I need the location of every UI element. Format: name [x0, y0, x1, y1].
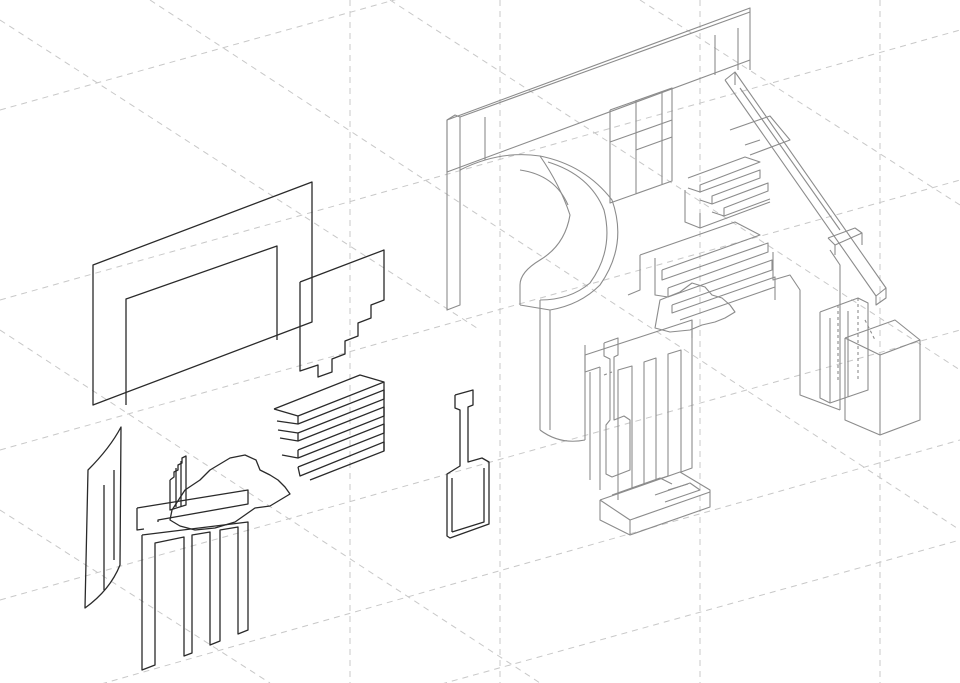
guide-line — [149, 0, 960, 531]
colonnade-piece — [141, 521, 249, 671]
curved-apse-wall — [459, 154, 619, 442]
guide-line — [389, 0, 960, 371]
right-balustrade — [724, 71, 887, 306]
guide-line — [0, 509, 271, 683]
back-wall — [446, 7, 751, 311]
central-column-shaft — [603, 337, 631, 478]
frame-wall-panel — [92, 181, 313, 406]
rubble-terrain — [654, 282, 736, 333]
guide-line — [102, 439, 960, 683]
window-frame — [609, 87, 673, 204]
guide-line — [0, 19, 481, 331]
guide-line — [0, 329, 960, 601]
central-plinth — [599, 471, 711, 536]
guide-line — [0, 29, 960, 301]
stair-flight-piece — [273, 374, 385, 481]
right-pier — [772, 227, 863, 411]
right-column-pair — [819, 297, 876, 404]
guide-line — [639, 0, 960, 206]
lower-stair-flight — [627, 221, 776, 321]
guide-line — [0, 0, 397, 111]
stepped-wall-panel — [299, 249, 385, 378]
stair-fragment-piece — [169, 455, 187, 511]
guide-line — [0, 179, 960, 451]
assembled-model — [446, 7, 921, 536]
upper-stair-flight — [684, 115, 791, 229]
column-shaft-piece — [446, 389, 490, 539]
right-block — [844, 319, 921, 436]
curved-wall-piece — [84, 426, 122, 609]
guide-line — [443, 539, 960, 683]
column-base-piece — [136, 489, 249, 531]
exploded-components — [84, 181, 490, 671]
rubble-terrain-piece — [169, 454, 291, 531]
